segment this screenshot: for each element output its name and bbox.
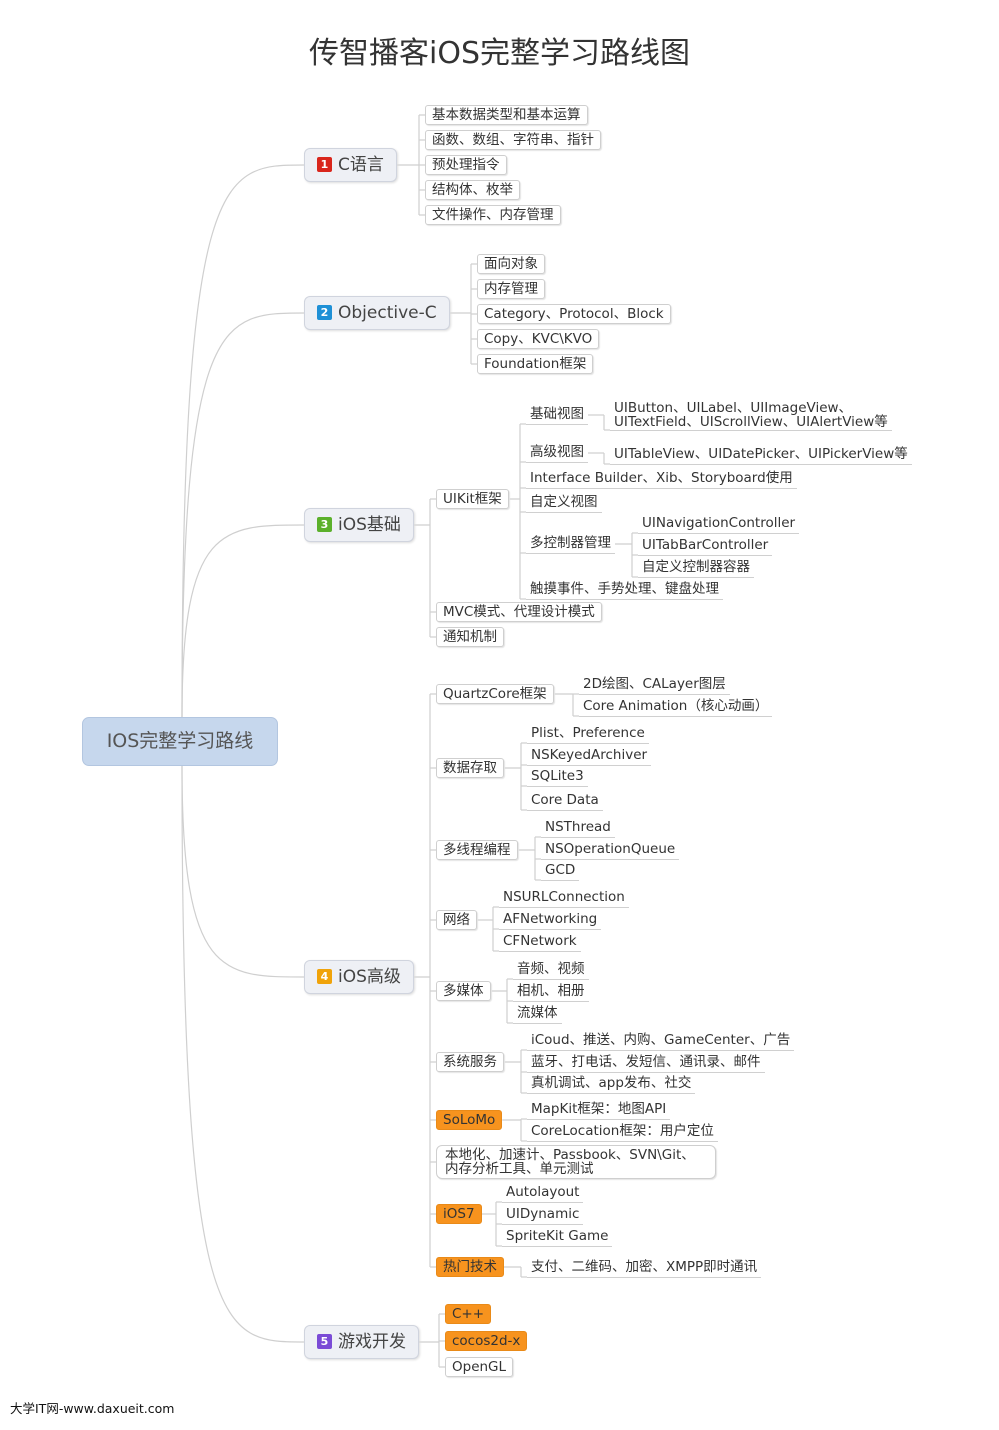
topic-node[interactable]: Plist、Preference bbox=[527, 724, 649, 744]
topic-node[interactable]: 本地化、加速计、Passbook、SVN\Git、 内存分析工具、单元测试 bbox=[436, 1145, 716, 1179]
topic-node[interactable]: MVC模式、代理设计模式 bbox=[436, 602, 602, 622]
number-badge-icon: 3 bbox=[317, 517, 332, 532]
topic-node[interactable]: UINavigationController bbox=[638, 514, 800, 534]
connector-line bbox=[181, 164, 305, 718]
topic-node[interactable]: UIButton、UILabel、UIImageView、 UITextFiel… bbox=[610, 401, 892, 431]
connector-line bbox=[181, 312, 305, 718]
branch-label: 游戏开发 bbox=[338, 1332, 406, 1352]
topic-node[interactable]: QuartzCore框架 bbox=[436, 684, 554, 704]
topic-node-highlight[interactable]: 热门技术 bbox=[436, 1257, 504, 1277]
topic-node[interactable]: SQLite3 bbox=[527, 767, 588, 787]
topic-node[interactable]: 多媒体 bbox=[436, 981, 491, 1001]
topic-node[interactable]: NSKeyedArchiver bbox=[527, 746, 652, 766]
topic-node[interactable]: 结构体、枚举 bbox=[425, 180, 520, 200]
topic-node[interactable]: 蓝牙、打电话、发短信、通讯录、邮件 bbox=[527, 1053, 765, 1073]
topic-node[interactable]: iCoud、推送、内购、GameCenter、广告 bbox=[527, 1031, 795, 1051]
topic-node[interactable]: CFNetwork bbox=[499, 932, 581, 952]
topic-node[interactable]: 预处理指令 bbox=[425, 155, 507, 175]
topic-node[interactable]: Core Data bbox=[527, 791, 603, 811]
topic-node[interactable]: 内存管理 bbox=[477, 279, 545, 299]
topic-node[interactable]: 音频、视频 bbox=[513, 960, 589, 980]
topic-node[interactable]: 流媒体 bbox=[513, 1004, 562, 1024]
topic-node[interactable]: 自定义视图 bbox=[526, 493, 602, 513]
connector-line bbox=[181, 524, 305, 718]
number-badge-icon: 1 bbox=[317, 157, 332, 172]
topic-node[interactable]: 触摸事件、手势处理、键盘处理 bbox=[526, 580, 723, 600]
topic-node[interactable]: 相机、相册 bbox=[513, 982, 589, 1002]
footer-watermark: 大学IT网-www.daxueit.com bbox=[10, 1401, 175, 1416]
topic-node-highlight[interactable]: cocos2d-x bbox=[445, 1331, 528, 1351]
topic-node[interactable]: 文件操作、内存管理 bbox=[425, 205, 561, 225]
branch-game-dev[interactable]: 5 游戏开发 bbox=[304, 1325, 419, 1359]
page-title: 传智播客iOS完整学习路线图 bbox=[309, 36, 690, 71]
topic-node[interactable]: 支付、二维码、加密、XMPP即时通讯 bbox=[527, 1258, 762, 1278]
topic-node[interactable]: Core Animation（核心动画） bbox=[579, 697, 773, 717]
topic-node-highlight[interactable]: SoLoMo bbox=[436, 1110, 503, 1130]
topic-node-highlight[interactable]: iOS7 bbox=[436, 1204, 482, 1224]
topic-node[interactable]: 多控制器管理 bbox=[526, 534, 615, 554]
topic-node[interactable]: 高级视图 bbox=[526, 443, 588, 463]
branch-ios-advanced[interactable]: 4 iOS高级 bbox=[304, 960, 414, 994]
number-badge-icon: 5 bbox=[317, 1334, 332, 1349]
branch-objective-c[interactable]: 2 Objective-C bbox=[304, 296, 450, 330]
topic-node[interactable]: AFNetworking bbox=[499, 910, 602, 930]
topic-node[interactable]: GCD bbox=[541, 861, 580, 881]
topic-node[interactable]: NSOperationQueue bbox=[541, 840, 680, 860]
topic-node[interactable]: UITableView、UIDatePicker、UIPickerView等 bbox=[610, 445, 912, 465]
topic-node[interactable]: MapKit框架：地图API bbox=[527, 1100, 671, 1120]
topic-node[interactable]: Interface Builder、Xib、Storyboard使用 bbox=[526, 469, 797, 489]
branch-ios-basics[interactable]: 3 iOS基础 bbox=[304, 508, 414, 542]
topic-node[interactable]: CoreLocation框架：用户定位 bbox=[527, 1122, 718, 1142]
branch-c-language[interactable]: 1 C语言 bbox=[304, 148, 397, 182]
topic-node[interactable]: 基本数据类型和基本运算 bbox=[425, 105, 588, 125]
topic-node[interactable]: 自定义控制器容器 bbox=[638, 558, 754, 578]
branch-label: iOS高级 bbox=[338, 967, 401, 987]
topic-node[interactable]: Foundation框架 bbox=[477, 354, 594, 374]
topic-node[interactable]: 函数、数组、字符串、指针 bbox=[425, 130, 601, 150]
topic-node[interactable]: 网络 bbox=[436, 910, 477, 930]
topic-node[interactable]: 系统服务 bbox=[436, 1052, 504, 1072]
topic-node[interactable]: 数据存取 bbox=[436, 758, 504, 778]
topic-node[interactable]: 真机调试、app发布、社交 bbox=[527, 1074, 696, 1094]
branch-label: Objective-C bbox=[338, 303, 437, 323]
connector-line bbox=[181, 765, 305, 1343]
topic-node[interactable]: NSURLConnection bbox=[499, 888, 629, 908]
topic-node[interactable]: 通知机制 bbox=[436, 627, 504, 647]
connector-line bbox=[181, 765, 305, 978]
topic-node[interactable]: Copy、KVC\KVO bbox=[477, 329, 600, 349]
topic-node[interactable]: UIDynamic bbox=[502, 1205, 584, 1225]
topic-node[interactable]: UITabBarController bbox=[638, 536, 773, 556]
topic-node[interactable]: 面向对象 bbox=[477, 254, 545, 274]
branch-label: iOS基础 bbox=[338, 515, 401, 535]
topic-node[interactable]: NSThread bbox=[541, 818, 615, 838]
number-badge-icon: 2 bbox=[317, 305, 332, 320]
branch-label: C语言 bbox=[338, 155, 384, 175]
topic-node[interactable]: SpriteKit Game bbox=[502, 1227, 613, 1247]
topic-node[interactable]: 基础视图 bbox=[526, 405, 588, 425]
topic-node[interactable]: Autolayout bbox=[502, 1183, 584, 1203]
topic-node[interactable]: 2D绘图、CALayer图层 bbox=[579, 675, 730, 695]
root-topic[interactable]: IOS完整学习路线 bbox=[82, 717, 278, 766]
number-badge-icon: 4 bbox=[317, 969, 332, 984]
topic-node[interactable]: OpenGL bbox=[445, 1357, 514, 1377]
topic-node-uikit[interactable]: UIKit框架 bbox=[436, 489, 509, 509]
topic-node[interactable]: 多线程编程 bbox=[436, 840, 518, 860]
topic-node[interactable]: Category、Protocol、Block bbox=[477, 304, 671, 324]
topic-node-highlight[interactable]: C++ bbox=[445, 1304, 492, 1324]
